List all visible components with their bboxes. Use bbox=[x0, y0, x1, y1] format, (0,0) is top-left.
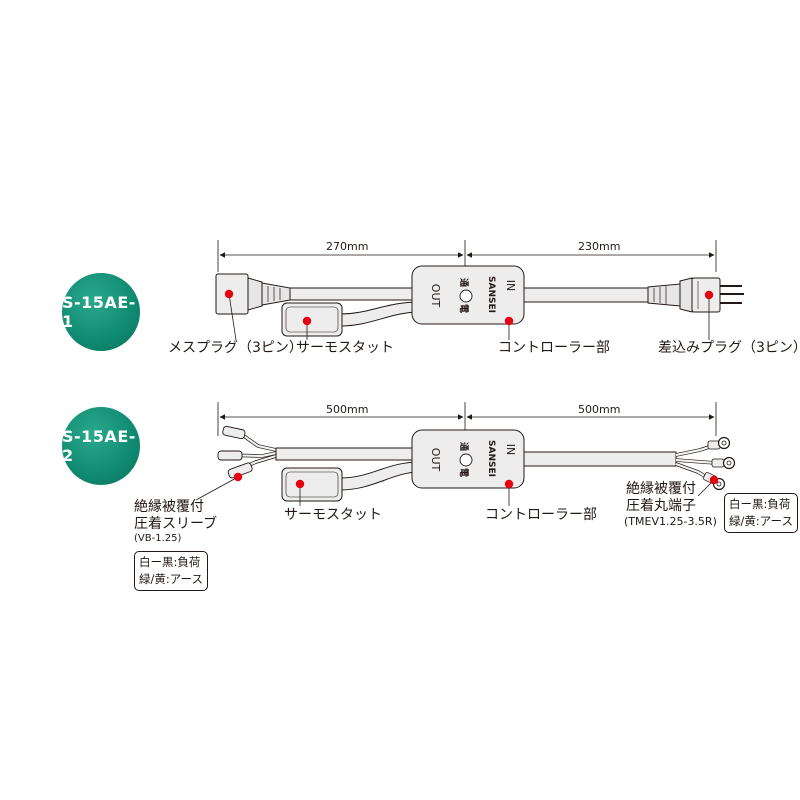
model2-controller-brand: SANSEI bbox=[485, 440, 496, 477]
wire-legend-left-earth: 緑/黄:アース bbox=[139, 572, 203, 586]
model1-controller-in: IN bbox=[504, 279, 518, 292]
model2-drawing bbox=[195, 402, 736, 506]
model1-female-plug-label: メスプラグ（3ピン） bbox=[168, 340, 303, 356]
model1-badge: S-15AE-1 bbox=[62, 273, 140, 351]
model2-thermostat-body bbox=[281, 467, 343, 502]
model2-controller-label: コントローラー部 bbox=[485, 507, 597, 523]
model2-terminal-label-line2: 圧着丸端子 bbox=[626, 498, 696, 514]
model1-male-plug-label: 差込みプラグ（3ピン） bbox=[658, 340, 800, 356]
model2-sleeve-label-line1: 絶縁被覆付 bbox=[134, 499, 204, 515]
model2-controller-out: OUT bbox=[429, 447, 443, 472]
model2-terminal-code: (TMEV1.25-3.5R) bbox=[624, 515, 717, 528]
wire-legend-right-earth: 緑/黄:アース bbox=[729, 514, 793, 528]
model1-mark-left: 通 bbox=[458, 277, 469, 288]
model2-terminal-label-line1: 絶縁被覆付 bbox=[626, 481, 696, 497]
model2-mark-left: 通 bbox=[458, 441, 469, 452]
model2-sleeve-label-line2: 圧着スリーブ bbox=[134, 516, 218, 532]
model2-wire-legend-left: 白ー黒:負荷 緑/黄:アース bbox=[134, 551, 208, 591]
model2-sleeve-code: (VB-1.25) bbox=[134, 533, 182, 544]
model1-dimension-left-label: 270mm bbox=[326, 240, 369, 253]
model2-controller-in: IN bbox=[504, 443, 518, 456]
model1-controller-out: OUT bbox=[429, 283, 443, 308]
wire-legend-left-load: 白ー黒:負荷 bbox=[139, 555, 201, 569]
model1-thermostat-label: サーモスタット bbox=[296, 340, 394, 356]
model1-dimension-right-label: 230mm bbox=[578, 240, 621, 253]
model1-thermostat-body bbox=[281, 302, 343, 337]
model1-drawing bbox=[215, 240, 744, 341]
model1-controller-label: コントローラー部 bbox=[498, 340, 610, 356]
model2-dimension-right-label: 500mm bbox=[578, 403, 621, 416]
model2-mark-right: 電 bbox=[458, 467, 469, 478]
model1-mark-right: 電 bbox=[458, 303, 469, 314]
model2-badge: S-15AE-2 bbox=[62, 407, 140, 485]
wire-legend-right-load: 白ー黒:負荷 bbox=[729, 497, 791, 511]
model2-thermostat-label: サーモスタット bbox=[284, 507, 382, 523]
model2-wire-legend-right: 白ー黒:負荷 緑/黄:アース bbox=[724, 493, 798, 533]
model2-dimension-left-label: 500mm bbox=[326, 403, 369, 416]
model1-controller-brand: SANSEI bbox=[485, 276, 496, 313]
